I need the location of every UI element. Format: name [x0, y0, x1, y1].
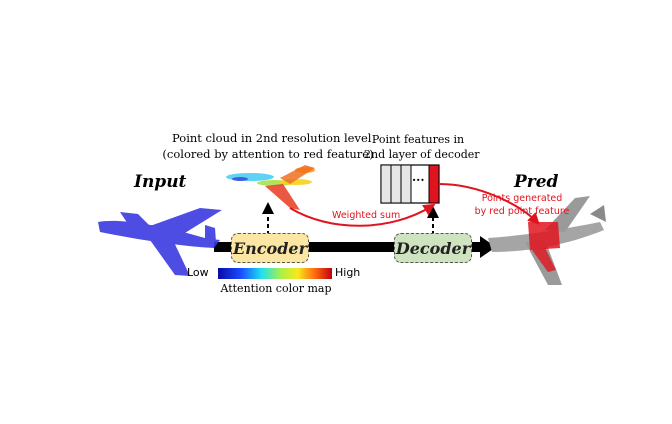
point-feature-stack — [380, 164, 440, 204]
weighted-sum-arrow — [289, 203, 436, 227]
colormap-caption: Attention color map — [220, 282, 332, 295]
colormap-low-label: Low — [187, 266, 209, 279]
decoder-box: Decoder — [394, 233, 472, 263]
pointcloud-title-line2: (colored by attention to red feature) — [162, 147, 374, 161]
pointcloud-title-line1: Point cloud in 2nd resolution level — [172, 131, 372, 145]
encoder-box: Encoder — [231, 233, 309, 263]
input-airplane-pointcloud — [98, 208, 222, 276]
feature-title-line1: Point features in — [371, 133, 465, 146]
colormap-high-label: High — [335, 266, 361, 279]
main-pipeline-arrow — [214, 236, 496, 258]
points-generated-line2: by red point feature — [474, 206, 570, 217]
feature-ellipsis: ... — [412, 170, 425, 184]
input-label: Input — [134, 172, 187, 192]
points-generated-line1: Points generated — [481, 193, 563, 204]
weighted-sum-label: Weighted sum — [332, 210, 401, 221]
pred-airplane-pointcloud — [488, 196, 606, 285]
generated-points-arrow — [438, 183, 540, 225]
feature-title-line2: 2nd layer of decoder — [364, 148, 480, 161]
attention-colormap-bar — [218, 268, 332, 279]
pred-label: Pred — [514, 172, 559, 192]
attention-airplane-pointcloud — [226, 165, 315, 210]
